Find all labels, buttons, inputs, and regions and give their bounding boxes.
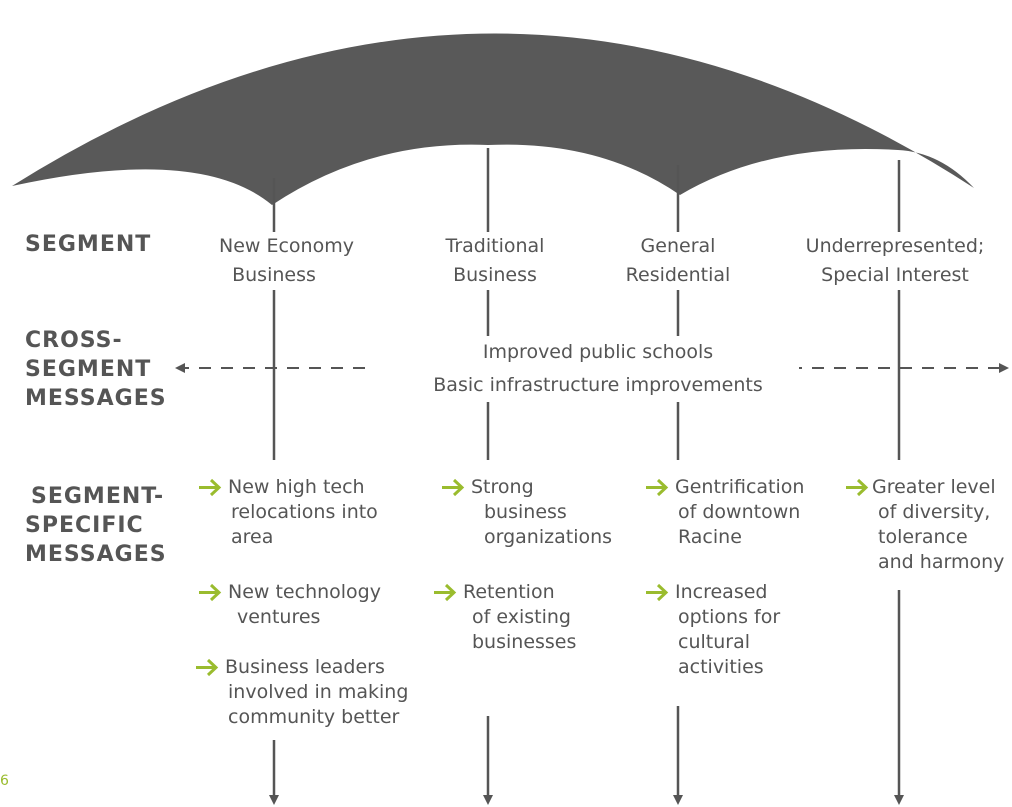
row-label-segment-specific: SEGMENT- SPECIFIC MESSAGES (25, 484, 167, 567)
cross-segment-messages: Improved public schools Basic infrastruc… (397, 336, 799, 402)
arrow-right-icon (196, 658, 219, 677)
segment-title: Underrepresented; Special Interest (801, 232, 989, 290)
row-label-segment: SEGMENT (25, 232, 152, 257)
arrow-right-icon (199, 583, 222, 602)
row-label-cross-segment: CROSS- SEGMENT MESSAGES (25, 328, 167, 411)
segment-message: New high tech relocations into area (199, 475, 378, 550)
page-number: 6 (0, 773, 9, 789)
segment-message: Greater level of diversity, tolerance an… (846, 475, 1005, 575)
segment-message: Business leaders involved in making comm… (196, 655, 409, 730)
arrow-right-icon (646, 478, 669, 497)
segment-message: Strong business organizations (442, 475, 613, 550)
segment-message: New technology ventures (199, 580, 381, 630)
segment-message: Retention of existing businesses (434, 580, 577, 655)
segment-shafts (269, 148, 904, 805)
segment-title: General Residential (614, 232, 742, 290)
segment-title: New Economy Business (215, 232, 354, 290)
segment-message: Gentrification of downtown Racine (646, 475, 805, 550)
arrow-right-icon (442, 478, 465, 497)
umbrella-canopy-icon (12, 33, 974, 205)
arrow-right-icon (199, 478, 222, 497)
segment-message: Increased options for cultural activitie… (646, 580, 781, 680)
arrow-right-icon (434, 583, 457, 602)
arrow-right-icon (646, 583, 669, 602)
arrow-right-icon (846, 478, 869, 497)
segment-title: Traditional Business (436, 232, 554, 290)
